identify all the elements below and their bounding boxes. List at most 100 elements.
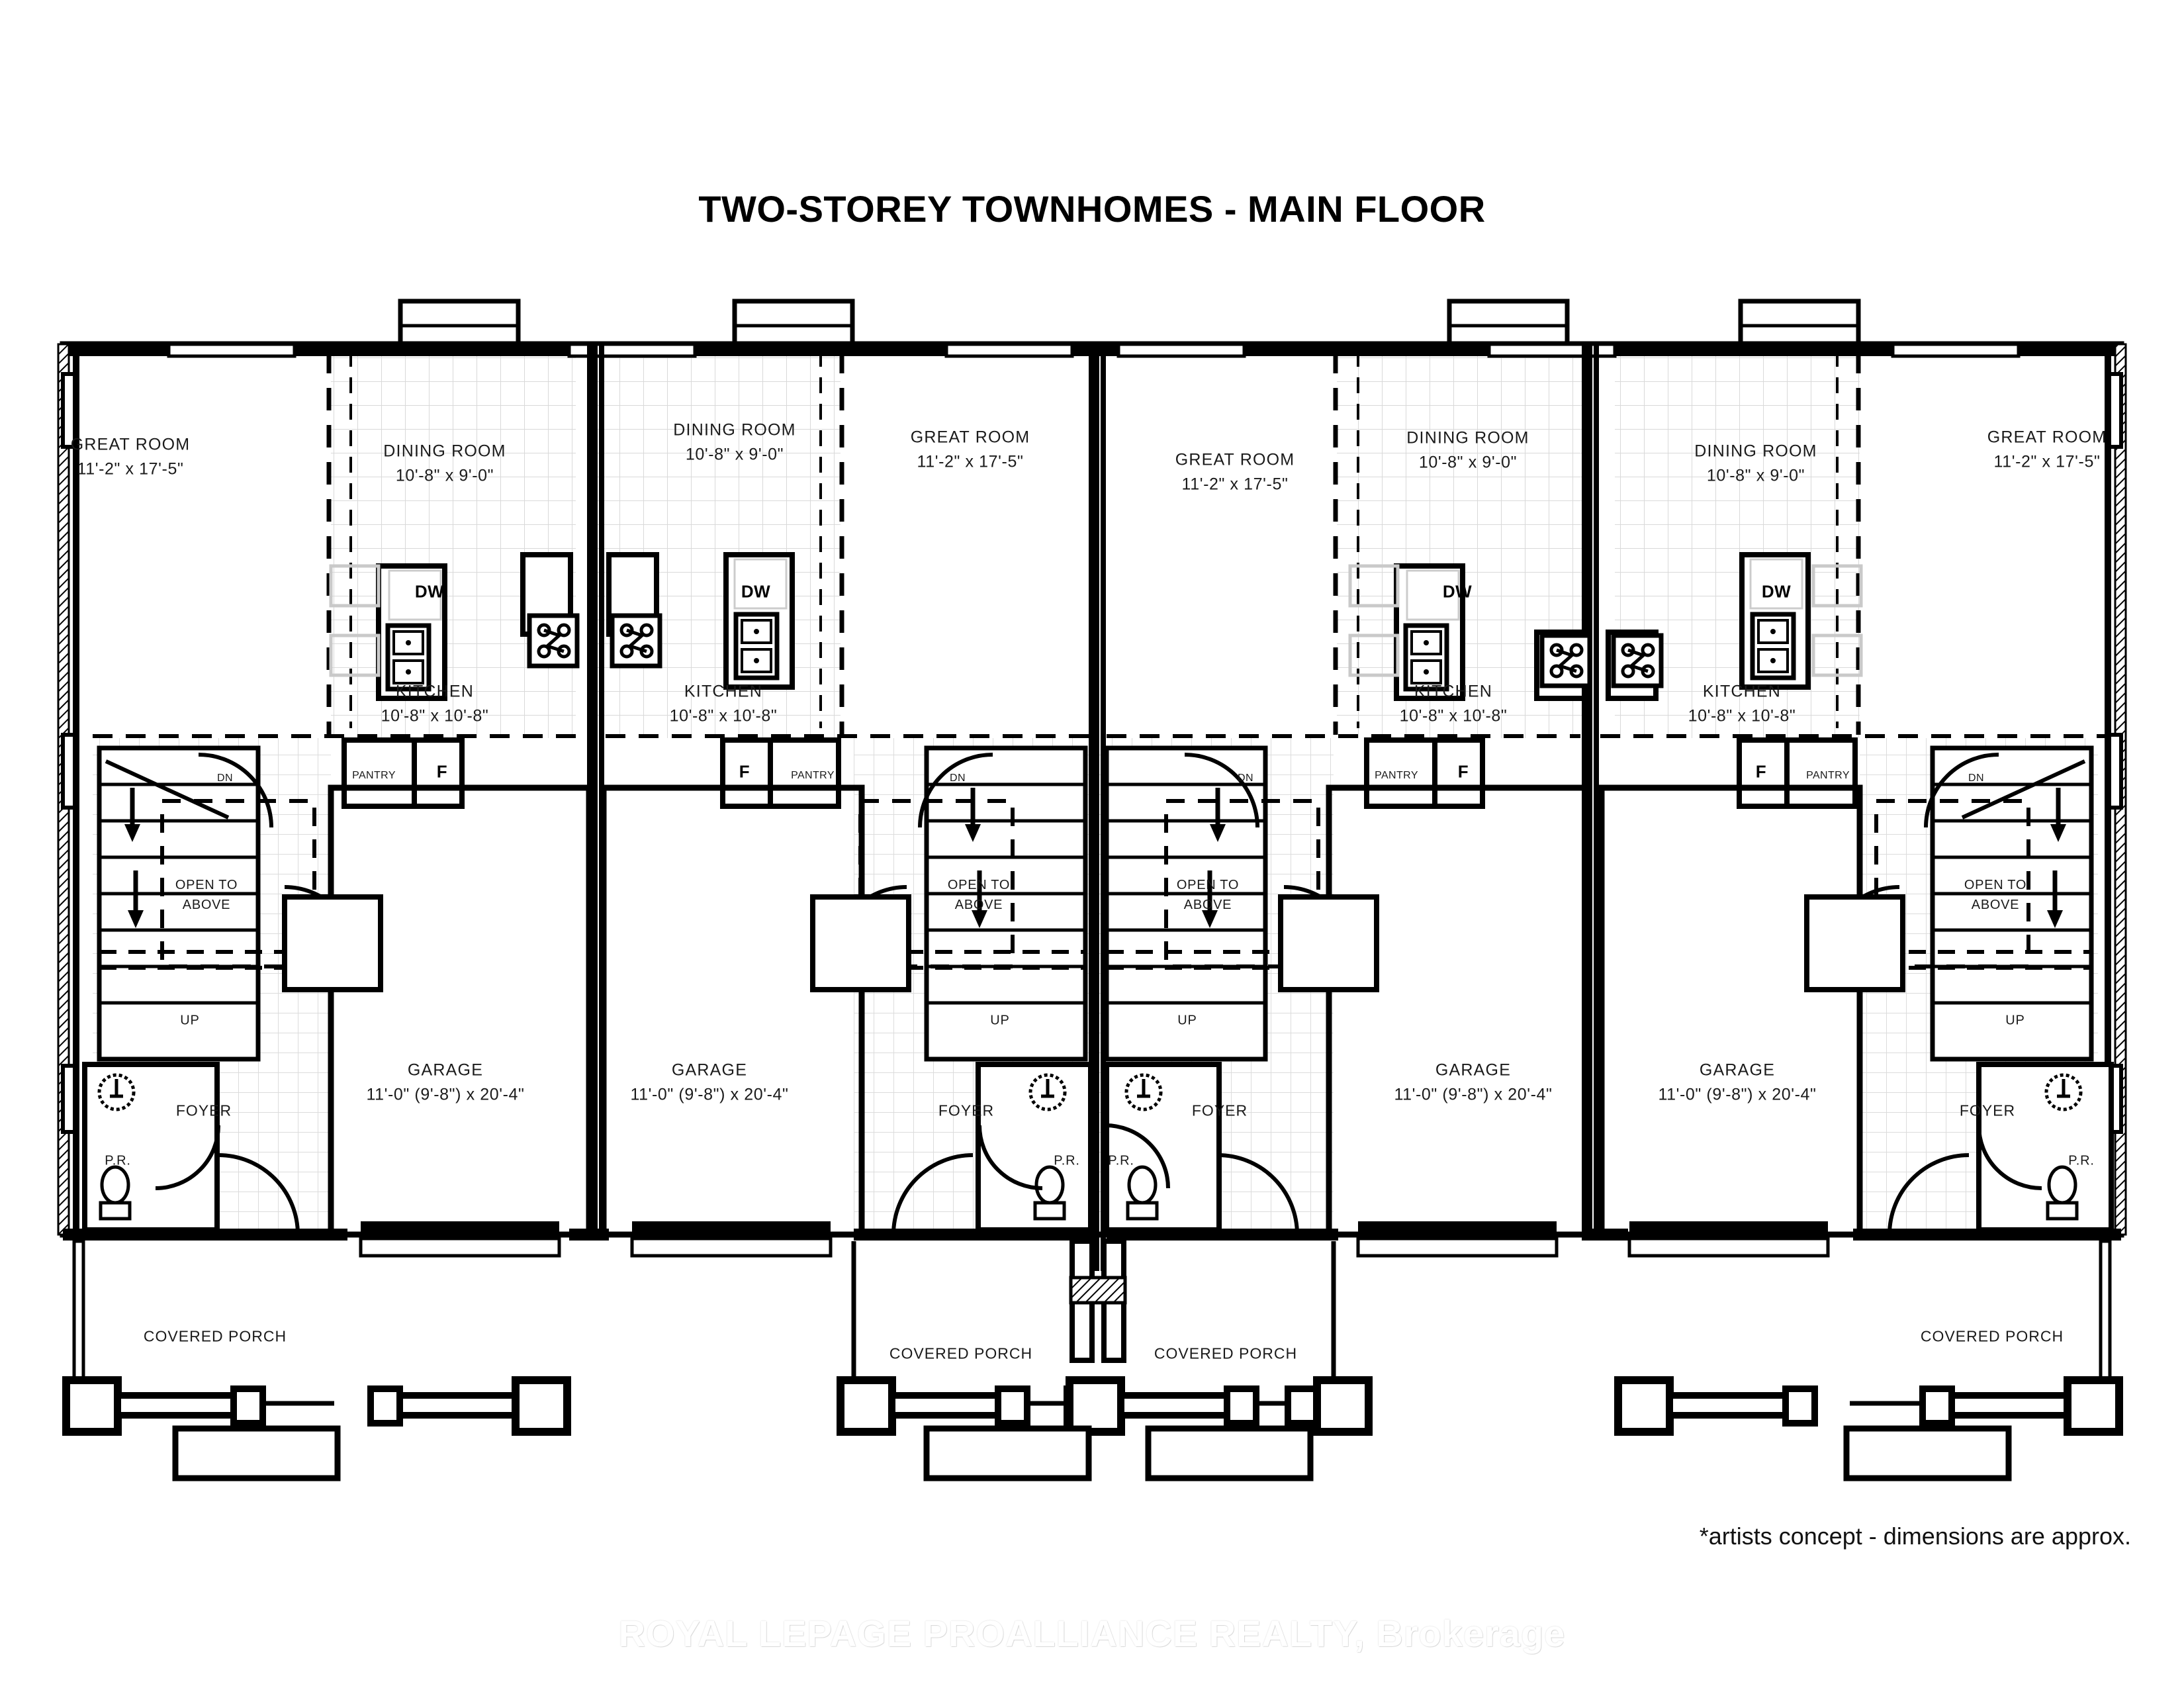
open-to-above-line2: ABOVE: [1183, 898, 1232, 912]
room-name: KITCHEN: [1702, 682, 1782, 701]
room-name: DINING ROOM: [673, 420, 796, 440]
kitchen-casework: [1606, 552, 1863, 701]
brokerage-watermark: ROYAL LEPAGE PROALLIANCE REALTY, Brokera…: [618, 1613, 1566, 1654]
room-label-kitchen: KITCHEN 10'-8" x 10'-8": [381, 681, 489, 727]
fridge-label: F: [1755, 761, 1767, 782]
room-dimension: 11'-2" x 17'-5": [77, 459, 184, 478]
room-label-covered-porch: COVERED PORCH: [1154, 1344, 1298, 1362]
room-label-foyer: FOYER: [1959, 1102, 2016, 1119]
open-to-above-line1: OPEN TO: [947, 878, 1011, 892]
room-name: GARAGE: [407, 1060, 484, 1080]
room-name: KITCHEN: [1414, 682, 1493, 701]
stair-up-label: UP: [1177, 1013, 1197, 1028]
room-label-great-room: GREAT ROOM 11'-2" x 17'-5": [71, 434, 191, 480]
stair-up-label: UP: [180, 1013, 200, 1028]
door-swing-icon: [155, 753, 2042, 1235]
room-label-garage: GARAGE 11'-0" (9'-8") x 20'-4": [1658, 1060, 1816, 1105]
room-label-foyer: FOYER: [938, 1102, 995, 1119]
dishwasher-label: DW: [414, 581, 445, 602]
open-to-above-label: OPEN TO ABOVE: [948, 875, 1010, 915]
entry-closet: [282, 894, 1905, 992]
room-label-covered-porch: COVERED PORCH: [889, 1344, 1033, 1362]
open-to-above-line2: ABOVE: [182, 898, 231, 912]
room-label-kitchen: KITCHEN 10'-8" x 10'-8": [670, 681, 778, 727]
open-to-above-line2: ABOVE: [954, 898, 1003, 912]
kitchen-casework: [329, 552, 577, 701]
room-label-garage: GARAGE 11'-0" (9'-8") x 20'-4": [366, 1060, 524, 1105]
party-walls: [587, 344, 1599, 1271]
room-dimension: 11'-0" (9'-8") x 20'-4": [366, 1085, 525, 1103]
window-icon: [167, 342, 2021, 358]
room-name: KITCHEN: [395, 682, 475, 701]
room-label-great-room: GREAT ROOM 11'-2" x 17'-5": [911, 427, 1030, 473]
open-to-above-label: OPEN TO ABOVE: [1177, 875, 1239, 915]
window-icon: [61, 372, 2123, 1134]
room-dimension: 11'-2" x 17'-5": [1181, 475, 1289, 493]
room-label-kitchen: KITCHEN 10'-8" x 10'-8": [1400, 681, 1508, 727]
roof-bumpouts: [398, 299, 1861, 352]
room-dimension: 11'-0" (9'-8") x 20'-4": [630, 1085, 789, 1103]
stair-up-label: UP: [990, 1013, 1010, 1028]
interior-partitions: [93, 351, 2105, 738]
room-name: GARAGE: [1435, 1060, 1512, 1080]
open-to-above-line2: ABOVE: [1971, 898, 2020, 912]
garage-door: [359, 1221, 1830, 1258]
room-label-foyer: FOYER: [1191, 1102, 1248, 1119]
room-name: GARAGE: [671, 1060, 748, 1080]
room-label-dining-room: DINING ROOM 10'-8" x 9'-0": [1406, 428, 1529, 473]
pantry-label: PANTRY: [1375, 770, 1418, 781]
room-label-great-room: GREAT ROOM 11'-2" x 17'-5": [1987, 427, 2107, 473]
room-dimension: 10'-8" x 10'-8": [1688, 706, 1796, 725]
room-dimension: 11'-2" x 17'-5": [1993, 452, 2101, 471]
room-name: GREAT ROOM: [70, 435, 191, 454]
room-dimension: 11'-0" (9'-8") x 20'-4": [1394, 1085, 1553, 1103]
open-to-above-line1: OPEN TO: [175, 878, 238, 892]
open-to-above-line1: OPEN TO: [1176, 878, 1240, 892]
open-to-above-label: OPEN TO ABOVE: [1964, 875, 2026, 915]
room-label-great-room: GREAT ROOM 11'-2" x 17'-5": [1175, 449, 1295, 495]
disclaimer-text: *artists concept - dimensions are approx…: [1699, 1523, 2131, 1550]
stair-up-label: UP: [2005, 1013, 2025, 1028]
room-label-dining-room: DINING ROOM 10'-8" x 9'-0": [383, 441, 506, 487]
powder-room-label: P.R.: [2068, 1153, 2095, 1168]
open-to-above-label: OPEN TO ABOVE: [175, 875, 238, 915]
room-name: GARAGE: [1699, 1060, 1776, 1080]
room-name: GREAT ROOM: [910, 428, 1030, 447]
room-name: GREAT ROOM: [1987, 428, 2107, 447]
page-title: TWO-STOREY TOWNHOMES - MAIN FLOOR: [698, 188, 1486, 230]
room-dimension: 10'-8" x 10'-8": [669, 706, 778, 725]
room-label-dining-room: DINING ROOM 10'-8" x 9'-0": [673, 420, 796, 465]
stair-dn-label: DN: [217, 773, 233, 784]
room-label-covered-porch: COVERED PORCH: [1920, 1327, 2064, 1345]
room-label-garage: GARAGE 11'-0" (9'-8") x 20'-4": [630, 1060, 788, 1105]
room-name: DINING ROOM: [1694, 442, 1817, 461]
room-name: GREAT ROOM: [1175, 450, 1295, 469]
kitchen-casework: [606, 552, 795, 690]
stair-dn-label: DN: [1968, 773, 1984, 784]
bottom-wall: [63, 1229, 2121, 1241]
room-label-dining-room: DINING ROOM 10'-8" x 9'-0": [1694, 441, 1817, 487]
room-name: KITCHEN: [684, 682, 763, 701]
powder-room-label: P.R.: [1054, 1153, 1080, 1168]
pantry-fridge: [341, 737, 1858, 809]
dishwasher-label: DW: [1761, 581, 1792, 602]
powder-room-label: P.R.: [105, 1153, 131, 1168]
room-dimension: 10'-8" x 10'-8": [1399, 706, 1508, 725]
porch-columns-railings: [62, 1376, 2123, 1481]
pantry-label: PANTRY: [1806, 770, 1850, 781]
room-name: DINING ROOM: [1406, 428, 1529, 447]
stair-dn-label: DN: [950, 773, 966, 784]
room-dimension: 10'-8" x 9'-0": [395, 466, 494, 485]
powder-room-label: P.R.: [1108, 1153, 1134, 1168]
room-label-kitchen: KITCHEN 10'-8" x 10'-8": [1688, 681, 1796, 727]
room-label-covered-porch: COVERED PORCH: [143, 1327, 287, 1345]
covered-porch-structure: [72, 1239, 2112, 1406]
room-label-garage: GARAGE 11'-0" (9'-8") x 20'-4": [1394, 1060, 1552, 1105]
fridge-label: F: [739, 761, 751, 782]
room-dimension: 10'-8" x 10'-8": [381, 706, 489, 725]
fridge-label: F: [1457, 761, 1469, 782]
room-dimension: 10'-8" x 9'-0": [685, 445, 784, 463]
room-label-foyer: FOYER: [175, 1102, 232, 1119]
